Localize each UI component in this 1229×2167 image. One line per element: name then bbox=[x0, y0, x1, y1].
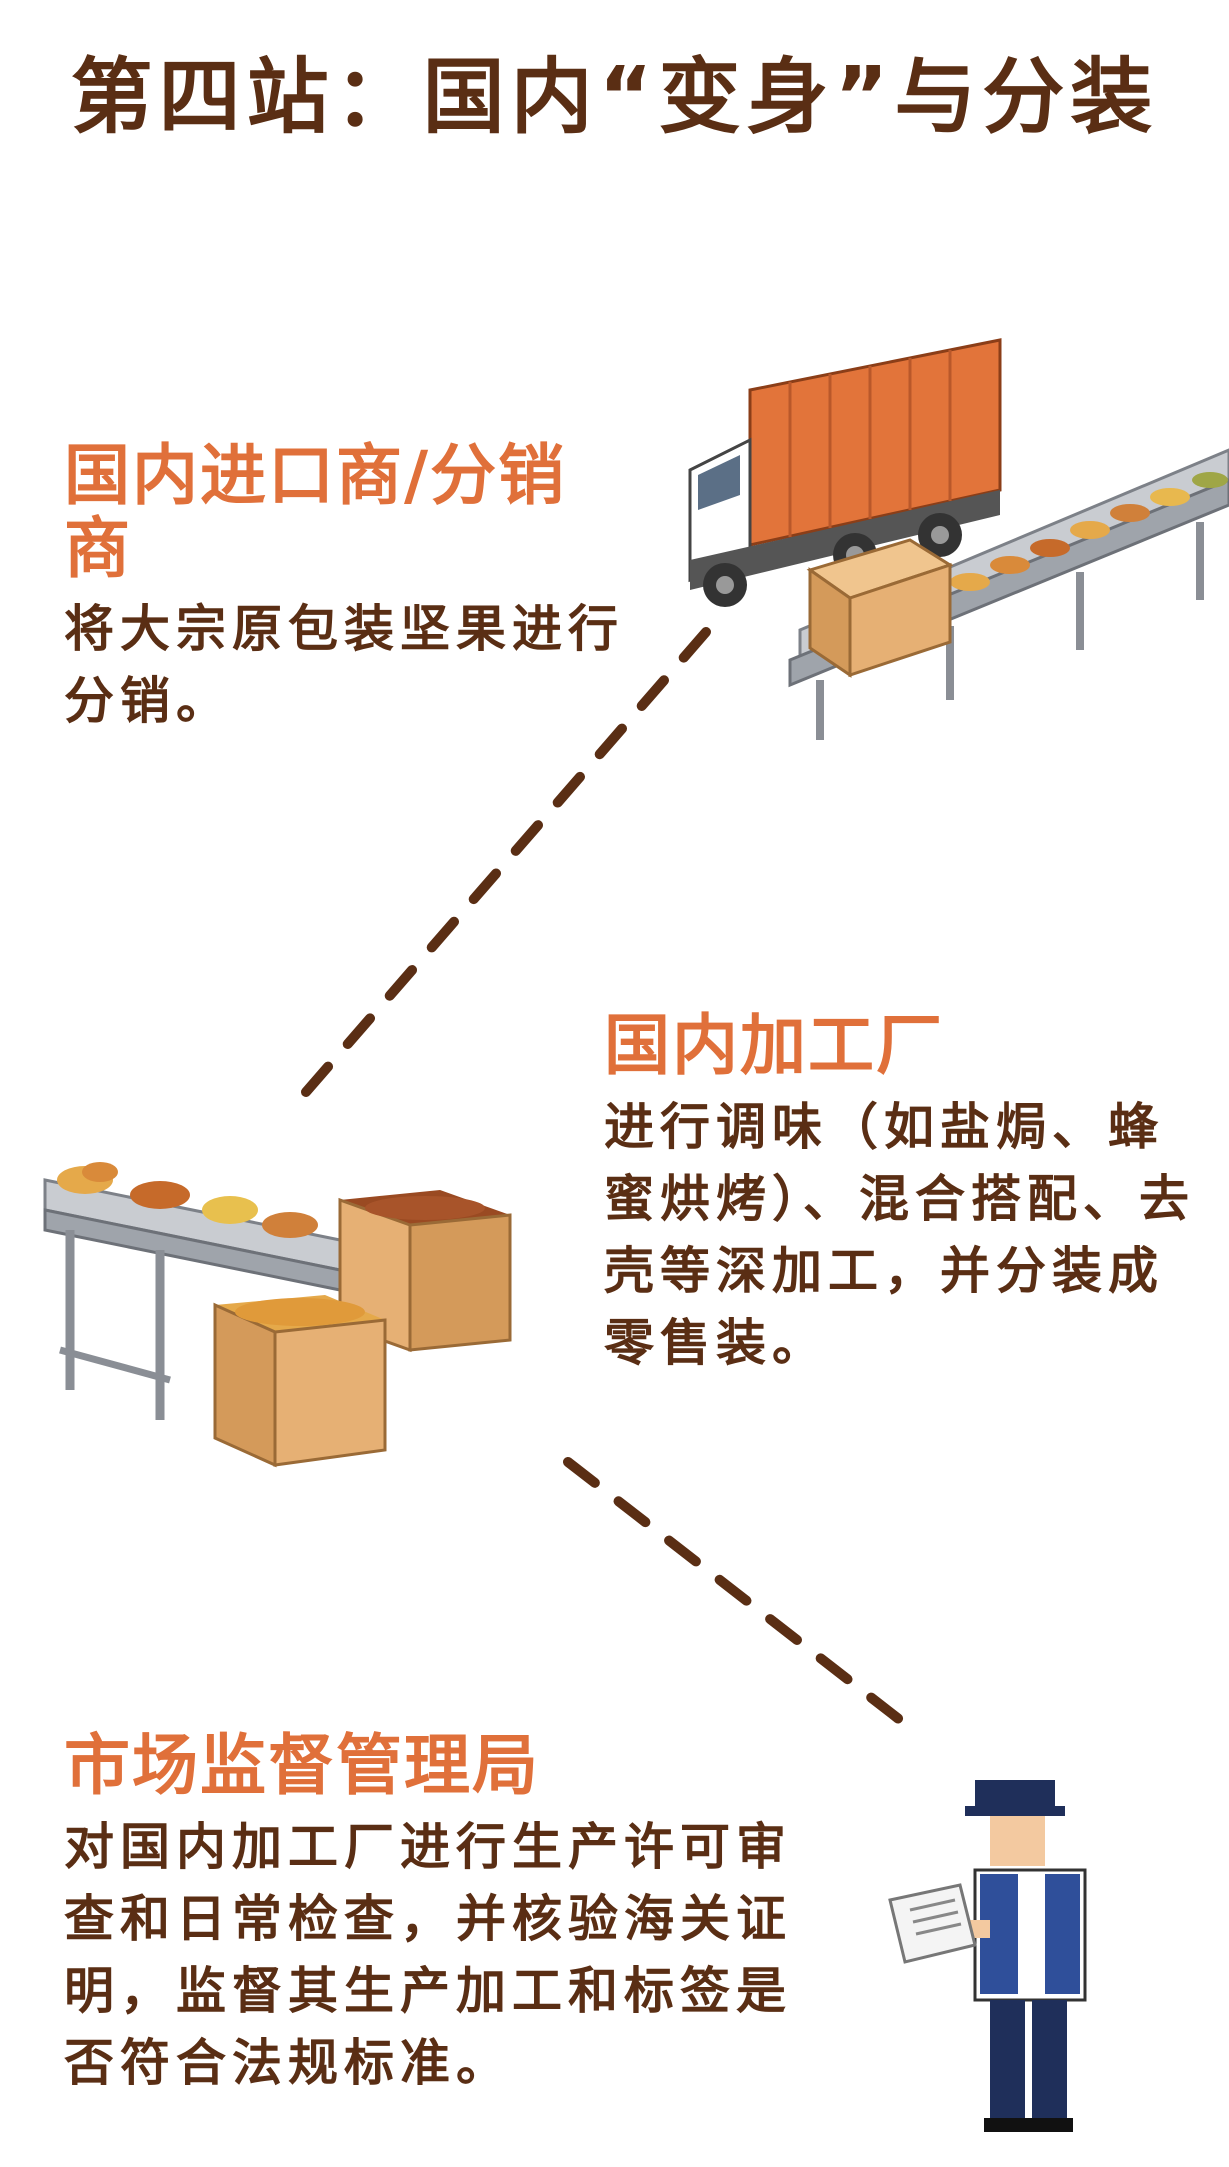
station-title: 国内进口商/分销商 bbox=[64, 437, 567, 587]
inspector-illustration bbox=[880, 1770, 1120, 2150]
cardboard-box-icon bbox=[806, 538, 954, 678]
clipboard-icon bbox=[888, 1883, 977, 1964]
station-title: 国内加工厂 bbox=[604, 1007, 944, 1084]
station-title: 市场监督管理局 bbox=[64, 1727, 540, 1804]
conveyor-icon bbox=[43, 1162, 342, 1420]
station-description: 对国内加工厂进行生产许可审查和日常检查，并核验海关证明，监督其生产加工和标签是否… bbox=[64, 1817, 792, 2092]
station-factory: 国内加工厂 进行调味（如盐焗、蜂蜜烘烤）、混合搭配、去壳等深加工，并分装成零售装… bbox=[604, 1007, 1204, 1379]
factory-illustration bbox=[40, 1120, 540, 1480]
connector-factory-to-regulator bbox=[563, 1457, 905, 1725]
station-description: 将大宗原包装坚果进行分销。 bbox=[64, 600, 624, 731]
station-description: 进行调味（如盐焗、蜂蜜烘烤）、混合搭配、去壳等深加工，并分装成零售装。 bbox=[604, 1097, 1195, 1372]
station-regulator: 市场监督管理局 对国内加工厂进行生产许可审查和日常检查，并核验海关证明，监督其生… bbox=[64, 1727, 824, 2099]
station-importer: 国内进口商/分销商 将大宗原包装坚果进行分销。 bbox=[64, 437, 624, 737]
truck-conveyor-illustration bbox=[680, 330, 1229, 750]
nut-box-icon bbox=[213, 1295, 387, 1468]
inspector-icon bbox=[950, 1780, 1087, 2132]
page-title: 第四站：国内“变身”与分装 bbox=[70, 50, 1159, 145]
